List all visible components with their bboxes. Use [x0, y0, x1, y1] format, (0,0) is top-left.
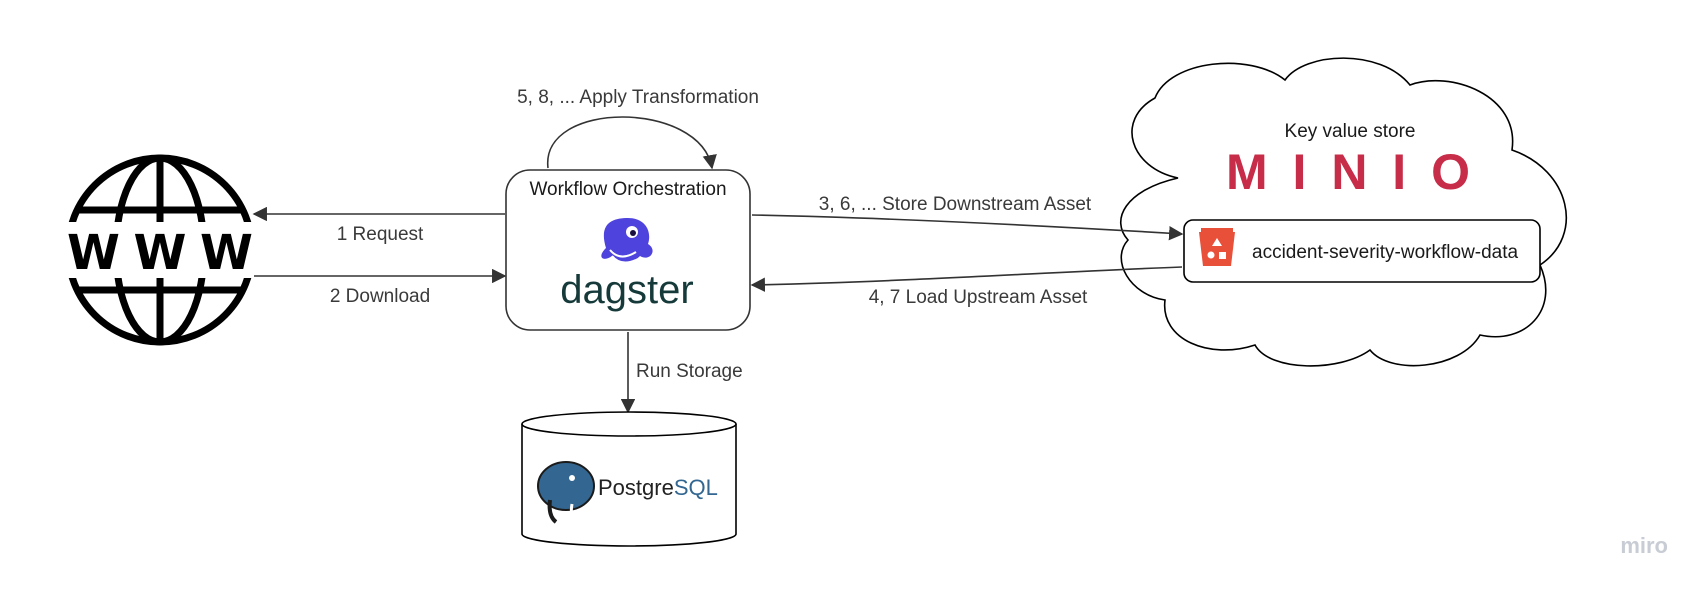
store-downstream-label: 3, 6, ... Store Downstream Asset	[819, 194, 1092, 215]
minio-logo-text: MINIO	[1226, 144, 1472, 200]
transformation-loop-arrow	[547, 116, 717, 170]
bucket-icon	[1199, 228, 1235, 266]
orchestrator-title: Workflow Orchestration	[529, 179, 726, 200]
elephant-icon	[537, 461, 595, 524]
request-label: 1 Request	[337, 224, 424, 245]
key-value-store-title: Key value store	[1285, 121, 1416, 142]
dagster-logo-icon	[601, 218, 653, 264]
bucket-name: accident-severity-workflow-data	[1252, 242, 1519, 263]
globe-icon: WWW	[64, 154, 256, 346]
www-text: WWW	[67, 225, 253, 281]
dagster-logo-text: dagster	[560, 268, 693, 312]
download-label: 2 Download	[330, 286, 430, 307]
store-downstream-arrow	[751, 214, 1184, 241]
load-upstream-label: 4, 7 Load Upstream Asset	[869, 287, 1088, 308]
bucket-box: accident-severity-workflow-data	[1183, 219, 1541, 283]
transformation-label: 5, 8, ... Apply Transformation	[517, 87, 759, 108]
run-storage-label: Run Storage	[636, 361, 743, 382]
postgres-logo-text: PostgreSQL	[598, 475, 718, 500]
orchestrator-box: Workflow Orchestration dagster	[505, 169, 751, 331]
postgres-database: PostgreSQL	[521, 411, 737, 547]
miro-watermark: miro	[1620, 533, 1668, 558]
load-upstream-arrow	[750, 266, 1183, 292]
cloud-shape: Key value store MINIO	[1119, 57, 1567, 367]
